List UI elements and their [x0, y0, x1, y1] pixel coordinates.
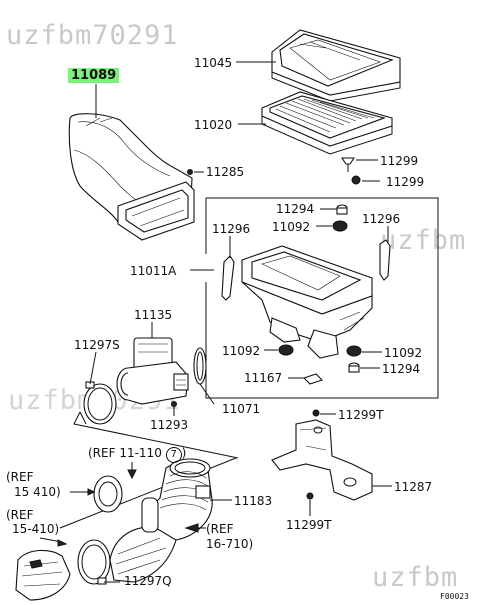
part-label-11183: 11183	[234, 494, 273, 508]
part-label-11092-c: 11092	[384, 346, 423, 360]
part-label-11299-b: 11299	[386, 175, 425, 189]
ref-16-710-line2: 16-710)	[206, 537, 254, 551]
figure-code: F00023	[440, 592, 469, 601]
part-label-11071: 11071	[222, 402, 261, 416]
air-cleaner-case-icon	[241, 245, 373, 359]
part-label-11285: 11285	[206, 165, 245, 179]
part-label-11299t-b: 11299T	[286, 518, 332, 532]
grommet-11092-left-icon	[264, 344, 294, 356]
screw-11285-icon	[187, 169, 204, 175]
ref-15-410-top-line2: 15 410)	[14, 485, 61, 499]
part-label-11135: 11135	[134, 308, 173, 322]
circled-number: 7	[165, 447, 182, 463]
throttle-body-icon	[15, 549, 71, 601]
ref-15-410-top-line1: (REF	[6, 470, 34, 484]
air-intake-duct-icon	[68, 113, 195, 241]
clip-11299-icon	[340, 157, 380, 185]
ref-16-710-line1: (REF	[206, 522, 234, 536]
part-label-11297s: 11297S	[74, 338, 120, 352]
air-cleaner-cover-icon	[271, 29, 401, 102]
bracket-11287-icon	[271, 419, 373, 501]
part-label-11297q: 11297Q	[124, 574, 172, 588]
hose-clamp-11297q-icon	[77, 539, 111, 585]
spring-clip-right-icon	[379, 226, 391, 281]
part-label-11011a: 11011A	[130, 264, 177, 278]
part-label-11045: 11045	[194, 56, 233, 70]
pad-11167-icon	[288, 373, 324, 385]
part-label-11092-a: 11092	[272, 220, 311, 234]
part-label-11299-a: 11299	[380, 154, 419, 168]
part-label-11167: 11167	[244, 371, 283, 385]
part-label-11294-b: 11294	[382, 362, 421, 376]
part-label-11299t-a: 11299T	[338, 408, 384, 422]
part-label-11020: 11020	[194, 118, 233, 132]
spring-clip-left-icon	[221, 236, 235, 301]
part-label-11296-a: 11296	[212, 222, 251, 236]
ref-15-410-bottom-line2: 15-410)	[12, 522, 60, 536]
part-label-11293: 11293	[150, 418, 189, 432]
watermark-top-left: uzfbm70291	[6, 20, 179, 51]
grommet-11294-icon	[316, 204, 348, 232]
grommet-11092-right-icon	[346, 345, 382, 357]
part-label-11287: 11287	[394, 480, 433, 494]
ref-15-410-bottom-line1: (REF	[6, 508, 34, 522]
part-label-11294-a: 11294	[276, 202, 315, 216]
watermark-bottom-right: uzfbm	[372, 562, 459, 593]
part-label-11089: 11089	[68, 68, 120, 83]
part-label-11092-b: 11092	[222, 344, 261, 358]
gasket-11071-icon	[193, 347, 207, 385]
air-intake-hose-icon	[109, 458, 213, 583]
ref-11-110: (REF 11-110 7)	[88, 446, 186, 463]
part-label-11296-b: 11296	[362, 212, 401, 226]
reference-pipe-icon	[93, 475, 123, 513]
air-flow-sensor-icon	[116, 337, 189, 405]
watermark-right-mid: uzfbm	[380, 225, 467, 256]
grommet-11294-bottom-icon	[348, 362, 380, 373]
hose-clamp-11297s-icon	[83, 381, 117, 425]
air-filter-element-icon	[261, 91, 393, 155]
